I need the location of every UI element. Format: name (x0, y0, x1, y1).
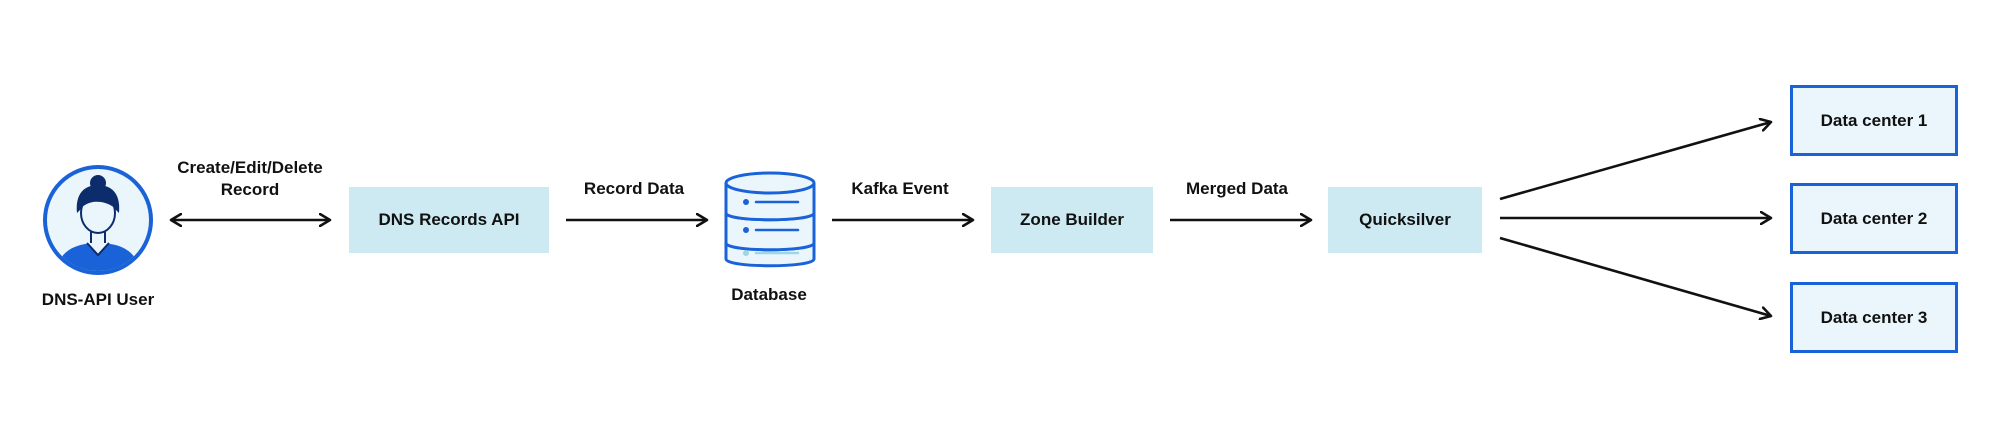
edge-label-zone-qs: Merged Data (1185, 179, 1289, 198)
data-center-3-node: Data center 3 (1790, 282, 1958, 353)
data-center-2-node: Data center 2 (1790, 183, 1958, 254)
dns-records-api-node: DNS Records API (349, 187, 549, 253)
zone-builder-node: Zone Builder (991, 187, 1153, 253)
data-center-1-node: Data center 1 (1790, 85, 1958, 156)
edge-label-user-api: Create/Edit/Delete Record (177, 157, 323, 201)
edge-label-db-zone: Kafka Event (851, 179, 949, 198)
edge-label-user-api-line1: Create/Edit/Delete (177, 158, 323, 177)
edge-label-user-api-line2: Record (220, 180, 280, 199)
user-avatar-icon (43, 165, 153, 275)
user-label: DNS-API User (41, 290, 155, 309)
arrow-quicksilver-to-dc3 (1499, 236, 1771, 316)
database-label: Database (731, 285, 807, 304)
quicksilver-node: Quicksilver (1328, 187, 1482, 253)
edge-label-api-db: Record Data (583, 179, 685, 198)
arrow-quicksilver-to-dc1 (1499, 122, 1771, 201)
database-icon (724, 171, 816, 268)
